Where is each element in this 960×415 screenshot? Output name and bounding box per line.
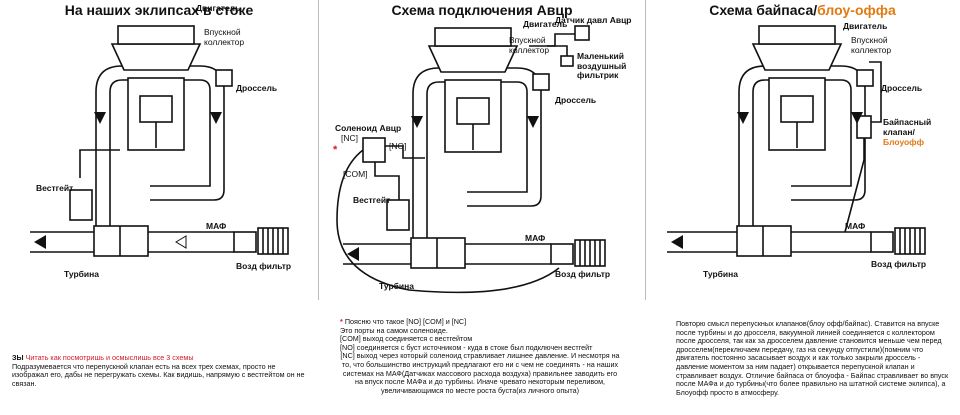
label-maf: МАФ	[525, 233, 546, 243]
engine-diagram-stock	[30, 25, 289, 257]
wastegate	[386, 199, 410, 231]
panel-title: На наших эклипсах в стоке	[64, 2, 254, 18]
wastegate	[69, 189, 93, 221]
caption-middle: * Поясню что такое [NO] [COM] и [NC] Это…	[340, 317, 620, 395]
throttle-body	[856, 69, 874, 87]
caption-asterisk: *	[340, 317, 343, 326]
caption-left-body: Подразумевается что перепускной клапан е…	[12, 361, 305, 388]
label-nc: [NC]	[341, 133, 358, 143]
piston	[456, 97, 490, 125]
nc-return-line	[336, 149, 560, 294]
label-throttle: Дроссель	[881, 83, 923, 93]
panel-title: Схема байпаса/блоу-оффа	[645, 2, 960, 18]
caption-right: Повторю смысл перепускных клапанов(блоу …	[676, 319, 949, 397]
label-com: [COM]	[343, 169, 368, 179]
intake-manifold	[110, 43, 202, 71]
avcr-solenoid	[362, 137, 386, 163]
piston	[139, 95, 173, 123]
label-throttle: Дроссель	[555, 95, 597, 105]
label-wastegate: Вестгейт	[36, 183, 74, 193]
bypass-return-line	[844, 138, 865, 233]
turbine	[93, 225, 149, 257]
caption-middle-line: [NC] выход через который соленоид стравл…	[340, 351, 620, 395]
label-throttle: Дроссель	[236, 83, 278, 93]
caption-left-prefix: ЗЫ	[12, 353, 24, 362]
title-accent: блоу-оффа	[817, 2, 896, 18]
title-main: Схема байпаса/	[709, 2, 818, 18]
maf-sensor	[870, 231, 894, 253]
label-intake-manifold: Впускной коллектор	[204, 27, 245, 47]
label-maf: МАФ	[206, 221, 227, 231]
label-bypass-3: Блоуофф	[883, 137, 925, 147]
engine-diagram-avcr	[336, 25, 606, 294]
label-small-filter: Маленький воздушный фильтрик	[577, 51, 627, 80]
caption-middle-line: Это порты на самом соленоиде.	[340, 325, 448, 335]
label-air-filter: Возд фильтр	[555, 269, 611, 279]
turbine	[736, 225, 792, 257]
asterisk-marker: *	[333, 144, 338, 156]
pressure-sensor	[574, 25, 590, 41]
label-bypass-1: Байпасный	[883, 117, 932, 127]
charge-pipe	[412, 67, 542, 249]
panel-stock: На наших эклипсах в стоке	[0, 0, 318, 300]
turbine	[410, 237, 466, 269]
label-engine: Двигатель	[196, 3, 241, 13]
label-maf: МАФ	[845, 221, 866, 231]
label-intake-manifold: Впускной коллектор	[509, 35, 550, 55]
caption-middle-line: [COM] выход соединяется с вестгейтом	[340, 334, 473, 344]
caption-middle-line: [NO] соединяется с буст источником - куд…	[340, 342, 593, 352]
label-no: [NO]	[389, 141, 407, 151]
label-wastegate: Вестгейт	[353, 195, 391, 205]
label-solenoid: Соленоид Авцр	[335, 123, 402, 133]
label-turbine: Турбина	[64, 269, 100, 279]
maf-sensor	[233, 231, 257, 253]
piston	[780, 95, 814, 123]
panel-avcr: Схема подключения Авцр	[318, 0, 646, 300]
label-air-filter: Возд фильтр	[871, 259, 927, 269]
maf-sensor	[550, 243, 574, 265]
engine-diagram-bypass	[667, 25, 926, 257]
intake-manifold	[751, 43, 843, 71]
label-turbine: Турбина	[379, 281, 415, 291]
caption-middle-intro: Поясню что такое [NO] [COM] и [NC]	[344, 317, 467, 326]
label-engine: Двигатель	[843, 21, 888, 31]
label-engine: Двигатель	[523, 19, 568, 29]
label-pressure-sensor: Датчик давл Авцр	[555, 15, 632, 25]
throttle-body	[215, 69, 233, 87]
label-turbine: Турбина	[703, 269, 739, 279]
panel-bypass: Схема байпаса/блоу-оффа	[645, 0, 960, 300]
small-filter	[560, 55, 574, 67]
label-bypass-2: клапан/	[883, 127, 915, 137]
label-air-filter: Возд фильтр	[236, 261, 292, 271]
caption-left: ЗЫ Читать как посмотришь и осмыслишь все…	[12, 353, 312, 388]
label-intake-manifold: Впускной коллектор	[851, 35, 892, 55]
caption-left-highlight: Читать как посмотришь и осмыслишь все 3 …	[25, 353, 194, 362]
panel-title: Схема подключения Авцр	[391, 2, 573, 18]
intake-manifold	[427, 45, 519, 73]
throttle-body	[532, 73, 550, 91]
